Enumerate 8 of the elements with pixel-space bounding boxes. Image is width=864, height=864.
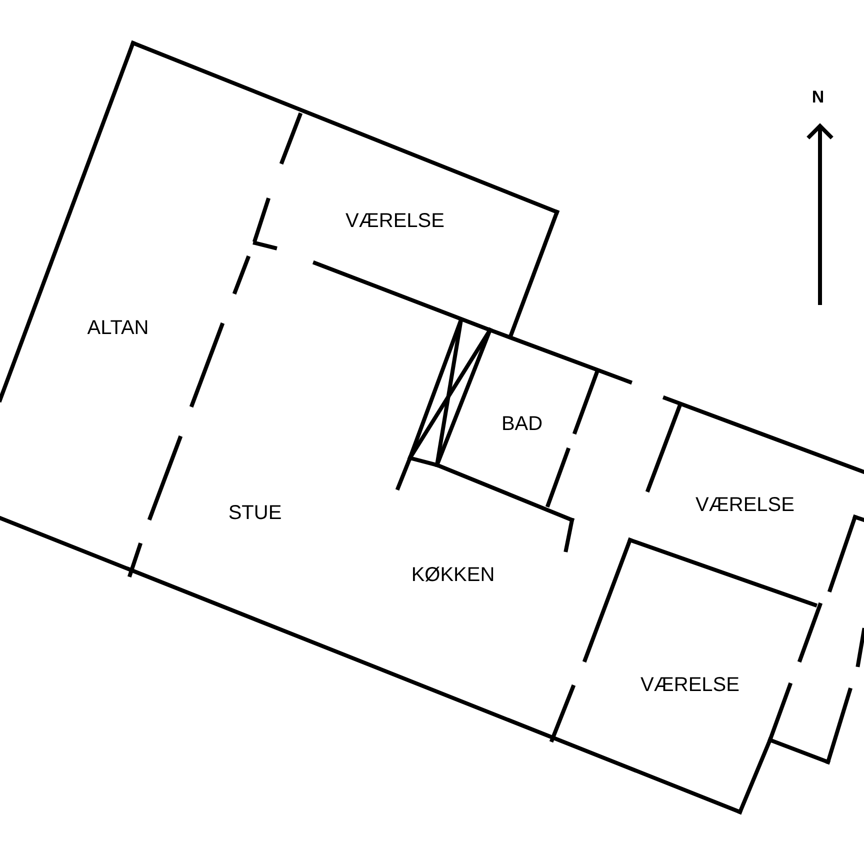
- room-label: VÆRELSE: [696, 493, 794, 518]
- room-label: VÆRELSE: [346, 209, 444, 234]
- room-label: BAD: [501, 412, 543, 437]
- room-label: KØKKEN: [411, 563, 495, 588]
- room-label: VÆRELSE: [640, 673, 740, 698]
- north-label: N: [812, 86, 824, 108]
- room-label: ALTAN: [87, 316, 149, 341]
- room-label: STUE: [228, 501, 282, 526]
